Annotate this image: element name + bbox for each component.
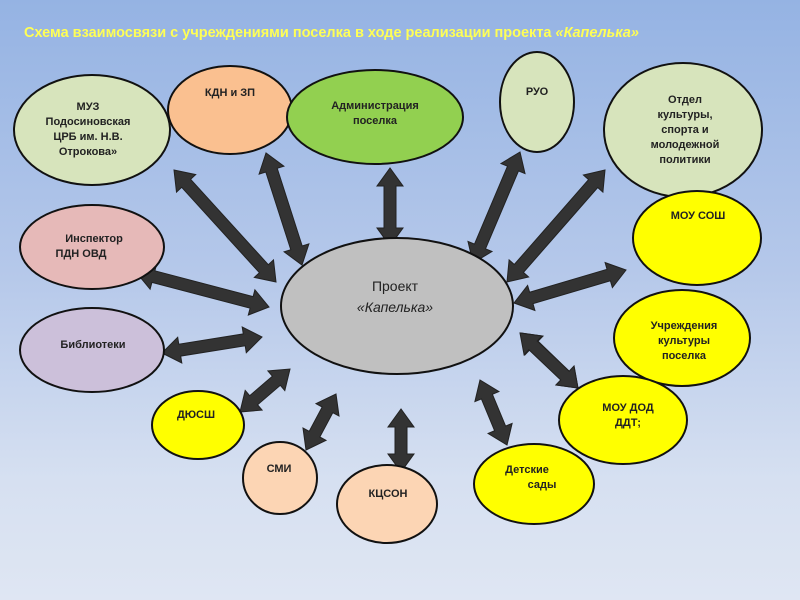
center-node-ellipse [280, 237, 514, 375]
title-project-name: «Капелька» [555, 25, 639, 41]
node-label: Отрокова» [59, 146, 117, 158]
node-label: ДЮСШ [177, 409, 215, 421]
node-label: ЦРБ им. Н.В. [53, 131, 122, 143]
arrow-libraries [161, 326, 263, 364]
node-ellipse [558, 375, 688, 465]
node-label: РУО [526, 86, 549, 98]
title-text: Схема взаимосвязи с учреждениями поселка… [24, 25, 556, 41]
node-label: ДДТ; [615, 417, 641, 429]
arrow-administration [376, 167, 404, 247]
arrow-kindergartens [474, 379, 513, 446]
arrow-culture-dept [506, 169, 606, 283]
node-label: молодежной [651, 139, 720, 151]
node-label: сады [528, 479, 557, 491]
node-kcson[interactable]: КЦСОН [336, 464, 438, 544]
arrow-moy-sosh [513, 261, 627, 312]
center-node-label-line1: Проект [372, 278, 419, 294]
node-label: Подосиновская [46, 116, 131, 128]
node-moy-dod[interactable]: МОУ ДОД ДДТ; [558, 375, 688, 465]
node-ellipse [19, 204, 165, 290]
node-label: поселка [662, 350, 707, 362]
node-label: Отдел [668, 94, 702, 106]
node-kindergartens[interactable]: Детские сады [473, 443, 595, 525]
arrow-inspector-pdn [135, 263, 270, 316]
node-smi[interactable]: СМИ [242, 441, 318, 515]
node-ellipse [19, 307, 165, 393]
node-ellipse [286, 69, 464, 165]
arrow-kcson [387, 408, 415, 473]
node-label: КЦСОН [369, 488, 408, 500]
node-ellipse [473, 443, 595, 525]
node-ellipse [632, 190, 762, 286]
node-label: Инспектор [65, 233, 123, 245]
node-label: культуры, [657, 109, 712, 121]
node-moy-sosh[interactable]: МОУ СОШ [632, 190, 762, 286]
node-label: поселка [353, 115, 398, 127]
node-ellipse [499, 51, 575, 153]
node-label: МОУ СОШ [671, 210, 726, 222]
node-dyussh[interactable]: ДЮСШ [151, 390, 245, 460]
arrows-layer [135, 151, 627, 473]
center-node-label-line2: «Капелька» [357, 299, 433, 315]
node-label: Администрация [331, 100, 419, 112]
arrow-smi [302, 393, 340, 451]
node-label: ПДН ОВД [56, 248, 107, 260]
node-label: МОУ ДОД [602, 402, 654, 414]
node-label: Детские [505, 464, 549, 476]
node-culture-institutions[interactable]: Учреждения культуры поселка [613, 289, 751, 387]
center-node[interactable]: Проект «Капелька» [280, 237, 514, 375]
diagram-title: Схема взаимосвязи с учреждениями поселка… [24, 25, 639, 41]
node-ellipse [151, 390, 245, 460]
node-culture-dept[interactable]: Отдел культуры, спорта и молодежной политики [603, 62, 763, 198]
node-ellipse [167, 65, 293, 155]
node-label: культуры [658, 335, 710, 347]
arrow-ruo [467, 151, 526, 264]
node-libraries[interactable]: Библиотеки [19, 307, 165, 393]
node-label: Учреждения [651, 320, 718, 332]
node-ellipse [336, 464, 438, 544]
node-ellipse [13, 74, 171, 186]
node-ellipse [242, 441, 318, 515]
arrow-dyussh [239, 368, 291, 413]
node-label: КДН и ЗП [205, 87, 255, 99]
arrow-culture-institutions [519, 332, 579, 389]
node-kdn-zp[interactable]: КДН и ЗП [167, 65, 293, 155]
node-label: Библиотеки [60, 339, 125, 351]
node-ellipse [613, 289, 751, 387]
node-label: спорта и [661, 124, 708, 136]
node-label: СМИ [267, 463, 292, 475]
arrow-kdn-zp [258, 152, 310, 266]
node-label: МУЗ [77, 101, 100, 113]
node-label: политики [659, 154, 710, 166]
node-administration[interactable]: Администрация поселка [286, 69, 464, 165]
arrow-muz-crb [173, 169, 277, 283]
node-ruo[interactable]: РУО [499, 51, 575, 153]
